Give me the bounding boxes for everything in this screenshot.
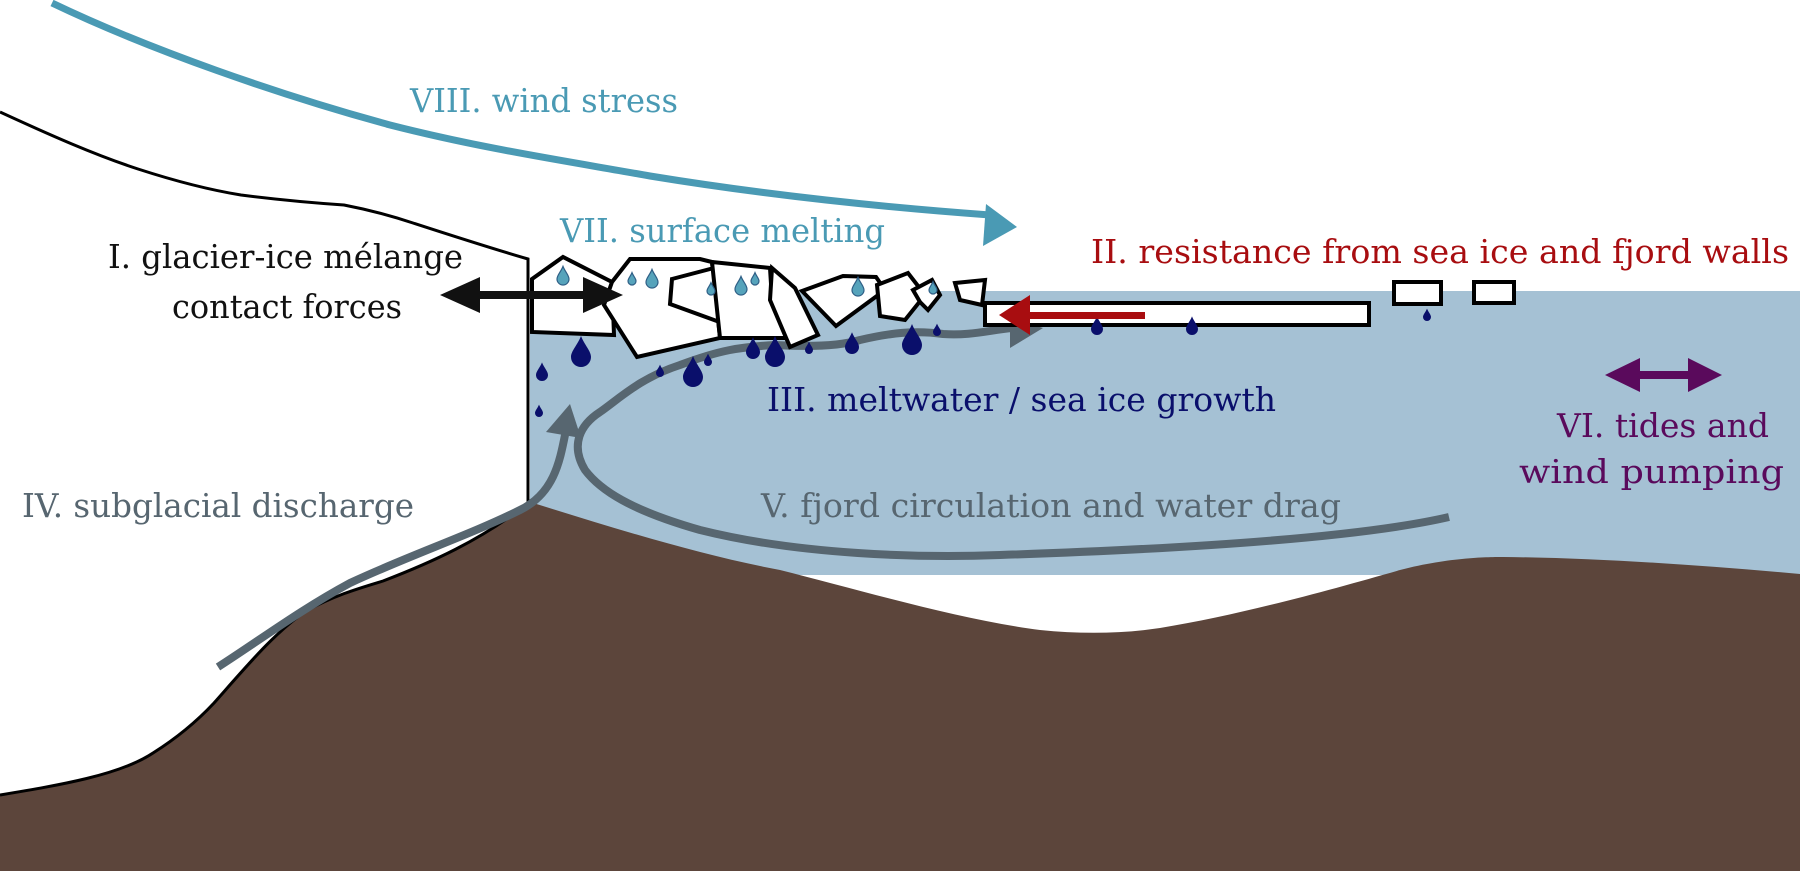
water-drop-icon <box>683 356 703 387</box>
water-drop-icon <box>746 337 760 359</box>
meltwater-drops <box>535 308 1431 417</box>
contact-forces-arrow <box>440 277 623 313</box>
wind-stress-arrow-head <box>983 204 1017 246</box>
water-drop-icon <box>928 279 938 295</box>
label-resistance: II. resistance from sea ice and fjord wa… <box>1091 232 1789 271</box>
label-surface-melting: VII. surface melting <box>559 211 885 250</box>
ice-block <box>874 270 928 323</box>
wind-stress-arrow-shaft <box>50 0 991 219</box>
glacier-surface-outline <box>0 110 530 502</box>
water-drop-icon <box>536 362 548 381</box>
water-drop-icon <box>902 324 922 355</box>
water-drop-icon <box>627 270 637 286</box>
water-drop-icon <box>656 364 664 377</box>
label-tides-line1: VI. tides and <box>1556 406 1769 445</box>
resistance-arrow <box>999 295 1145 335</box>
water-drop-icon <box>750 270 760 286</box>
water-drop-icon <box>571 336 591 367</box>
fjord-water <box>530 291 1800 575</box>
label-contact-forces-line2: contact forces <box>172 287 402 326</box>
water-drop-icon <box>556 264 570 286</box>
ice-block <box>767 263 821 350</box>
fjord-circulation-arrow <box>573 324 1450 560</box>
tides-arrow <box>1605 358 1722 392</box>
surface-melt-drops <box>556 264 938 297</box>
water-drop-icon <box>645 267 659 289</box>
subglacial-discharge-arrow <box>215 429 570 671</box>
label-circulation: V. fjord circulation and water drag <box>760 486 1341 525</box>
label-contact-forces-line1: I. glacier-ice mélange <box>108 237 463 276</box>
subglacial-arrow-head <box>546 404 581 438</box>
bedrock <box>0 502 1800 871</box>
water-drop-icon <box>1186 316 1198 335</box>
water-drop-icon <box>706 280 716 296</box>
water-drop-icon <box>704 353 712 366</box>
water-drop-icon <box>1091 316 1103 335</box>
water-drop-icon <box>734 274 748 296</box>
water-drop-icon <box>845 332 859 354</box>
label-meltwater: III. meltwater / sea ice growth <box>767 380 1276 419</box>
water-drop-icon <box>1423 308 1431 321</box>
water-drop-icon <box>765 336 785 367</box>
water-drop-icon <box>805 341 813 354</box>
sea-ice-floe <box>1472 280 1516 305</box>
water-drop-icon <box>933 323 941 336</box>
label-wind-stress: VIII. wind stress <box>409 81 678 120</box>
water-drop-icon <box>535 404 543 417</box>
water-drop-icon <box>851 275 865 297</box>
label-tides-line2: wind pumping <box>1519 452 1784 491</box>
glacier-bed-outline <box>0 500 531 797</box>
label-subglacial: IV. subglacial discharge <box>22 486 414 525</box>
sea-ice-floe <box>1392 280 1443 306</box>
sea-ice-sheet <box>983 301 1371 327</box>
ice-block <box>952 277 988 308</box>
